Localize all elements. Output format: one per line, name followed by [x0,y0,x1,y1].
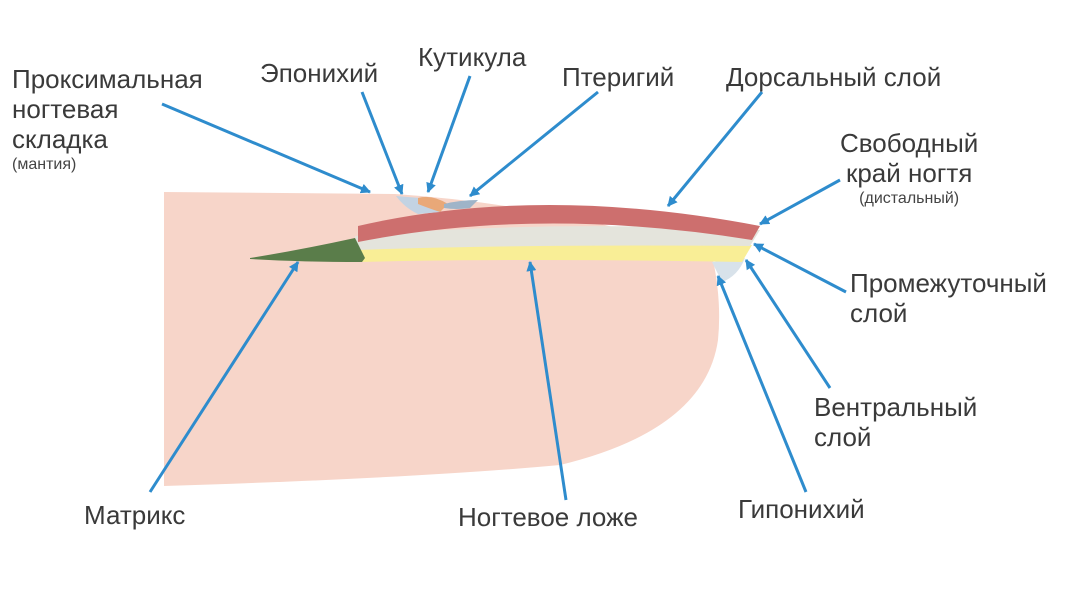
label-intermediate-layer-line2: слой [850,298,908,328]
arrow-hyponychium [716,275,808,493]
label-hyponychium: Гипонихий [738,494,865,524]
cuticle-region [418,196,448,212]
label-free-edge: Свободный край ногтя (дистальный) [840,128,978,210]
label-intermediate-layer-line1: Промежуточный [850,268,1047,298]
label-dorsal-layer: Дорсальный слой [726,62,942,92]
label-proximal-fold-line1: Проксимальная [12,64,203,94]
label-cuticle: Кутикула [418,42,527,72]
arrow-matrix [148,261,300,493]
label-proximal-fold-note: (мантия) [12,156,77,173]
ventral-layer [355,244,752,262]
label-matrix: Матрикс [84,500,186,530]
arrow-intermediate-layer [753,242,847,294]
label-ventral-layer: Вентральный слой [814,392,977,452]
label-ventral-layer-line2: слой [814,422,872,452]
label-proximal-fold: Проксимальная ногтевая складка (мантия) [12,64,203,176]
arrow-nail-bed [526,261,568,501]
arrow-pterygium [469,90,599,198]
label-free-edge-note: (дистальный) [859,190,960,207]
label-free-edge-line1: Свободный [840,128,979,158]
label-proximal-fold-line2: ногтевая [12,94,119,124]
arrow-ventral-layer [744,259,832,389]
label-eponychium: Эпонихий [260,58,379,88]
matrix-region [250,238,365,262]
arrow-cuticle [426,75,472,193]
dorsal-layer [358,205,760,242]
arrow-eponychium [360,91,404,195]
label-nail-bed: Ногтевое ложе [458,502,638,532]
finger-body [164,192,720,486]
eponychium-region [396,196,440,214]
label-intermediate-layer: Промежуточный слой [850,268,1047,328]
label-proximal-fold-line3: складка [12,124,108,154]
pterygium-region [444,200,478,209]
label-pterygium: Птеригий [562,62,675,92]
label-ventral-layer-line1: Вентральный [814,392,978,422]
arrow-proximal-fold [161,102,371,194]
arrow-dorsal-layer [666,91,764,207]
arrow-free-edge [759,178,841,226]
label-free-edge-line2: край ногтя [845,158,973,188]
intermediate-layer [355,226,760,250]
